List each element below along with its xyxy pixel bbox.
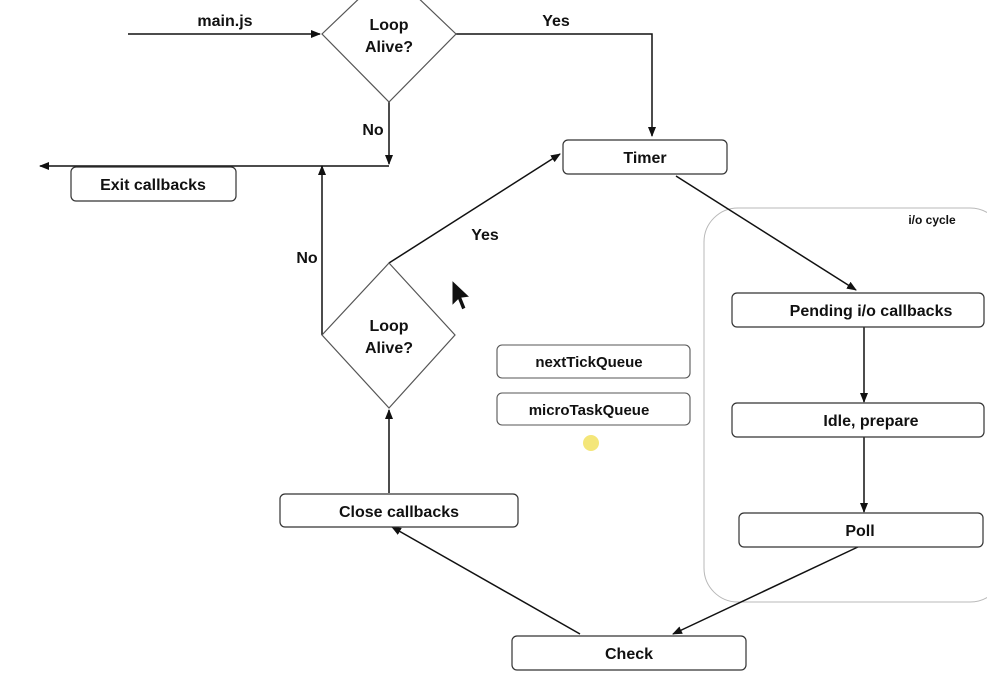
cursor-highlight-dot: [583, 435, 599, 451]
micro-task-queue-label: microTaskQueue: [529, 402, 650, 419]
poll-label: Poll: [845, 523, 874, 540]
top-yes-label: Yes: [542, 13, 570, 30]
mid-yes-arrow: [388, 153, 561, 264]
top-yes-arrow: [456, 33, 656, 137]
check-to-close-arrow: [391, 526, 581, 635]
top-no-label: No: [362, 122, 384, 139]
decision-top-line2: Alive?: [365, 39, 413, 56]
pending-io-callbacks-label: Pending i/o callbacks: [790, 303, 953, 320]
idle-prepare-box: Idle, prepare: [731, 402, 985, 438]
check-box: Check: [511, 635, 747, 671]
poll-box: Poll: [738, 512, 984, 548]
decision-loop-alive-top: Loop Alive?: [321, 0, 457, 103]
close-callbacks-box: Close callbacks: [279, 493, 519, 528]
pending-io-callbacks-box: Pending i/o callbacks: [731, 292, 985, 328]
micro-task-queue-box: microTaskQueue: [496, 392, 691, 426]
next-tick-queue-label: nextTickQueue: [535, 354, 642, 371]
exit-callbacks-box: Exit callbacks: [70, 166, 237, 202]
timer-box: Timer: [562, 139, 728, 175]
exit-callbacks-label: Exit callbacks: [100, 177, 206, 194]
mouse-pointer-icon: [451, 278, 472, 311]
mid-yes-label: Yes: [471, 227, 499, 244]
mid-no-label: No: [296, 250, 318, 267]
next-tick-queue-box: nextTickQueue: [496, 344, 691, 379]
entry-label: main.js: [197, 13, 252, 30]
decision-mid-line1: Loop: [369, 318, 408, 335]
io-cycle-region: [703, 207, 987, 603]
poll-to-check-arrow: [672, 545, 861, 635]
close-callbacks-label: Close callbacks: [339, 504, 459, 521]
io-cycle-label: i/o cycle: [908, 213, 956, 227]
check-label: Check: [605, 646, 653, 663]
timer-to-pending-arrow: [675, 175, 857, 291]
timer-label: Timer: [623, 150, 666, 167]
decision-mid-line2: Alive?: [365, 340, 413, 357]
decision-top-line1: Loop: [369, 17, 408, 34]
idle-prepare-label: Idle, prepare: [823, 413, 918, 430]
decision-loop-alive-mid: Loop Alive?: [321, 262, 456, 409]
